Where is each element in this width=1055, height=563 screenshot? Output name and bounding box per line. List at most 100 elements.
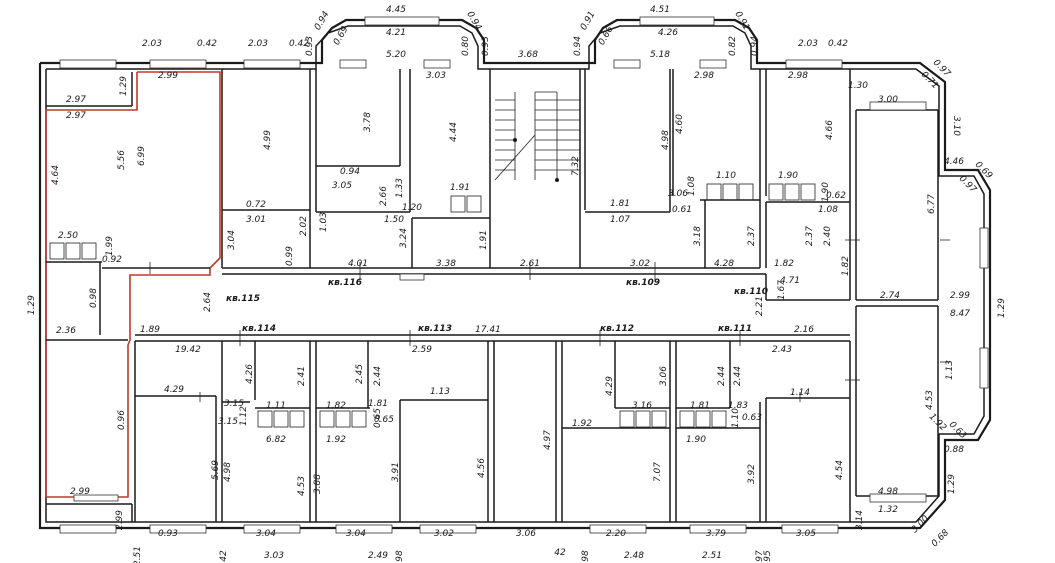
dimension-label: 1.07 xyxy=(610,215,630,225)
dimension-label: 1.50 xyxy=(384,215,404,225)
interior-walls-upper xyxy=(46,69,939,301)
dimension-label: 2.43 xyxy=(772,345,792,355)
dimension-label: 2.99 xyxy=(70,487,90,497)
dimension-label: 2.20 xyxy=(606,529,626,539)
dimension-label: 98 xyxy=(581,550,591,562)
dimension-label: 1.90 xyxy=(778,171,798,181)
dimension-label: 1.82 xyxy=(774,259,794,269)
dimension-label: 4.53 xyxy=(925,390,935,410)
dimension-label: 1.81 xyxy=(690,401,710,411)
dimension-label: 3.68 xyxy=(518,50,538,60)
dimension-label: 0.42 xyxy=(828,39,848,49)
dimension-label: 1.92 xyxy=(326,435,346,445)
dimension-label: 5.18 xyxy=(650,50,670,60)
dimension-label: 3.06 xyxy=(668,189,688,199)
apartment-label: кв.111 xyxy=(718,324,752,334)
dimension-label: 2.99 xyxy=(158,71,178,81)
dimension-label: 1.81 xyxy=(368,399,388,409)
dimension-label: 3.04 xyxy=(346,529,366,539)
dimension-label: 1.33 xyxy=(395,178,405,198)
dimension-label: 3.79 xyxy=(706,529,726,539)
dimension-label: 1.91 xyxy=(479,230,489,250)
dimension-label: 98 xyxy=(395,550,405,562)
dimension-label: 4.29 xyxy=(605,376,615,396)
dimension-label: 1.13 xyxy=(945,360,955,380)
dimension-label: 2.61 xyxy=(520,259,540,269)
dimension-label: 1.99 xyxy=(105,236,115,256)
highlighted-room-outline xyxy=(45,71,221,498)
dimension-label: 17.41 xyxy=(475,325,501,335)
dimension-label: 0.99 xyxy=(285,246,295,266)
dimension-label: 2.37 xyxy=(747,226,757,246)
dimension-label: 3.78 xyxy=(363,112,373,132)
dimension-label: 8.47 xyxy=(950,309,970,319)
dimension-label: 3.91 xyxy=(391,462,401,482)
dimension-label: 0.94 xyxy=(573,36,583,56)
dimension-label: 2.03 xyxy=(248,39,268,49)
dimension-label: 4.98 xyxy=(878,487,898,497)
dimension-label: 2.40 xyxy=(823,226,833,246)
dimension-label: 1.82 xyxy=(326,401,346,411)
outer-walls xyxy=(38,18,992,530)
dimension-label: 4.66 xyxy=(825,120,835,140)
dimension-label: 4.44 xyxy=(449,122,459,142)
dimension-label: 1.90 xyxy=(821,182,831,202)
dimension-label: 0.42 xyxy=(197,39,217,49)
dimension-label: 4.97 xyxy=(543,430,553,450)
dimension-label: 2.50 xyxy=(58,231,78,241)
dimension-label: 4.71 xyxy=(780,276,800,286)
dimension-label: 1.29 xyxy=(27,295,37,315)
apartment-label: кв.112 xyxy=(600,324,634,334)
dimension-label: 1.12 xyxy=(239,406,249,426)
dimension-label: 1.91 xyxy=(450,183,470,193)
dimension-label: 0.69 xyxy=(332,25,351,48)
dimension-label: 4.26 xyxy=(658,28,678,38)
dimension-label: 0.98 xyxy=(89,288,99,308)
dimension-label: 5.69 xyxy=(211,460,221,480)
dimension-label: 0.82 xyxy=(728,36,738,56)
dimension-label: 1.82 xyxy=(841,256,851,276)
dimension-label: 2.41 xyxy=(297,366,307,386)
dimension-label: 3.88 xyxy=(313,474,323,494)
dimension-label: 4.46 xyxy=(944,157,964,167)
apartment-label: кв.110 xyxy=(734,287,768,297)
dimension-label: 3.05 xyxy=(332,181,352,191)
dimension-label: 0.42 xyxy=(289,39,309,49)
dimension-label: 2.51 xyxy=(702,551,722,561)
dimension-label: 2.16 xyxy=(794,325,814,335)
dimension-label: 3.06 xyxy=(516,529,536,539)
dimension-label: 2.98 xyxy=(788,71,808,81)
dimension-label: 7.07 xyxy=(653,462,663,482)
dimension-label: 2.03 xyxy=(798,39,818,49)
apartment-label: кв.116 xyxy=(328,278,362,288)
dimension-label: 3.04 xyxy=(256,529,276,539)
dimension-label: 3.04 xyxy=(227,230,237,250)
dimension-label: 0.62 xyxy=(826,191,846,201)
dimension-label: 4.01 xyxy=(348,259,368,269)
dimension-label: 2.36 xyxy=(56,326,76,336)
dimension-label: 0.63 xyxy=(947,420,968,441)
dimension-label: 4.56 xyxy=(477,458,487,478)
windows xyxy=(59,16,989,534)
dimension-label: 2.97 xyxy=(66,95,86,105)
dimension-label: 0.65 xyxy=(374,415,394,425)
dimension-label: 6.99 xyxy=(137,146,147,166)
dimension-label: 4.26 xyxy=(245,364,255,384)
dimension-label: 4.98 xyxy=(223,462,233,482)
dimension-label: 0.65 xyxy=(373,408,383,428)
dimension-label: 0.94 xyxy=(464,10,483,33)
dimension-label: 19.42 xyxy=(175,345,201,355)
dimension-label: 1.29 xyxy=(997,298,1007,318)
dimension-label: 1.10 xyxy=(731,408,741,428)
dimension-label: 4.21 xyxy=(386,28,406,38)
dimension-label: 2.59 xyxy=(412,345,432,355)
dimension-label: 0.68 xyxy=(930,528,951,549)
dimension-label: 1.08 xyxy=(687,176,697,196)
apartment-label: кв.113 xyxy=(418,324,452,334)
dimension-label: 95 xyxy=(763,550,773,562)
dimension-label: 2.02 xyxy=(299,216,309,236)
dimension-label: 2.37 xyxy=(805,226,815,246)
dimension-label: 1.20 xyxy=(402,203,422,213)
dimension-label: 1.08 xyxy=(818,205,838,215)
dimension-label: 3.38 xyxy=(436,259,456,269)
